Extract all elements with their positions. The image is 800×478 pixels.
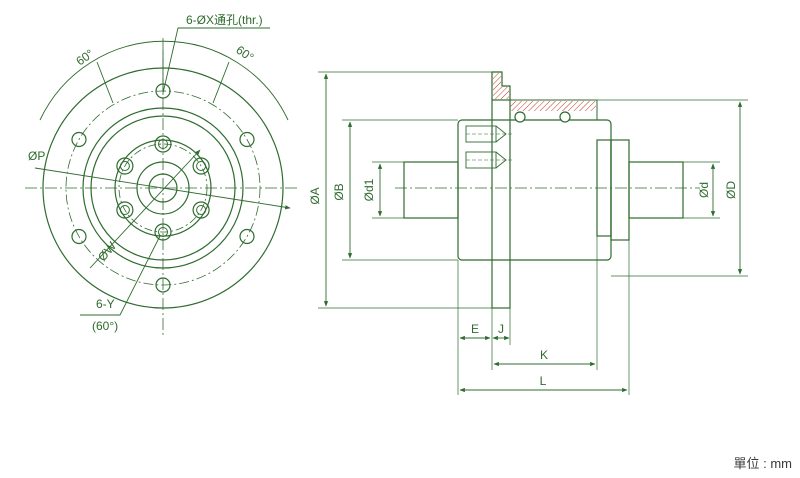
angle-right-label: 60°	[233, 43, 256, 65]
dim-J-label: J	[498, 322, 504, 336]
end-seal	[610, 139, 630, 241]
flange-hole	[239, 131, 255, 148]
side-flange	[491, 99, 511, 309]
tapped-hole	[154, 135, 172, 153]
tapped-hole	[116, 201, 134, 219]
body-tapped-holes	[116, 135, 210, 241]
tapped-hole-thread	[196, 205, 207, 215]
bearing-section	[491, 99, 598, 121]
front-view	[25, 27, 300, 335]
tap-callout-label: 6-Y	[96, 297, 115, 311]
hub-pcd	[118, 143, 208, 233]
inner-pcd-leader	[89, 149, 201, 269]
angle-ext-right	[212, 61, 230, 104]
dim-E-label: E	[471, 322, 479, 336]
tapped-hole-thread	[158, 227, 168, 237]
ball-bearing-right	[559, 111, 571, 123]
shaft-outer	[136, 161, 190, 215]
tapped-hole-thread	[158, 139, 168, 149]
dim-d1-label: Ød1	[362, 178, 376, 201]
tap-leader	[80, 235, 161, 316]
side-dimensions	[318, 71, 748, 395]
shaft-inner	[148, 173, 178, 203]
flange-hole	[239, 228, 255, 245]
body-outer	[82, 107, 244, 269]
angle-ext-left	[96, 61, 114, 104]
main-body	[457, 119, 612, 261]
angle-left-label: 60°	[73, 46, 96, 68]
tapped-hole	[154, 223, 172, 241]
left-shaft	[403, 161, 459, 219]
dim-A-label: ØA	[308, 187, 322, 204]
race-hatch-left	[510, 101, 596, 111]
dim-D-label: ØD	[724, 181, 738, 199]
side-view	[395, 71, 700, 309]
dim-L-label: L	[540, 374, 547, 388]
ball-bearing-left	[514, 111, 526, 123]
flange-hole	[155, 277, 171, 293]
hole-leader	[162, 27, 270, 94]
tapped-hole-thread	[119, 161, 130, 171]
unit-label: 單位 : mm	[733, 456, 793, 471]
dim-B-label: ØB	[332, 183, 346, 200]
flange-hole	[155, 83, 171, 99]
right-shaft	[628, 161, 684, 219]
flange-holes	[71, 83, 255, 293]
body-inner	[90, 115, 236, 261]
pcd-dim-line	[34, 167, 291, 210]
top-bracket	[491, 71, 511, 100]
hole-callout-label: 6-ØX通孔(thr.)	[186, 13, 263, 27]
bracket-hatch	[493, 73, 509, 99]
tapped-hole	[192, 157, 210, 175]
tap-angle-label: (60°)	[92, 319, 118, 333]
flange-hole	[71, 131, 87, 148]
dim-K-label: K	[540, 348, 548, 362]
angle-arc	[39, 40, 289, 121]
tapped-hole	[116, 157, 134, 175]
dim-d-label: Ød	[697, 182, 711, 198]
pcd-label: ØP	[28, 149, 45, 163]
tapped-hole-thread	[196, 161, 207, 171]
flange-hole	[71, 228, 87, 245]
tapped-hole-thread	[119, 205, 130, 215]
tapped-hole	[192, 201, 210, 219]
